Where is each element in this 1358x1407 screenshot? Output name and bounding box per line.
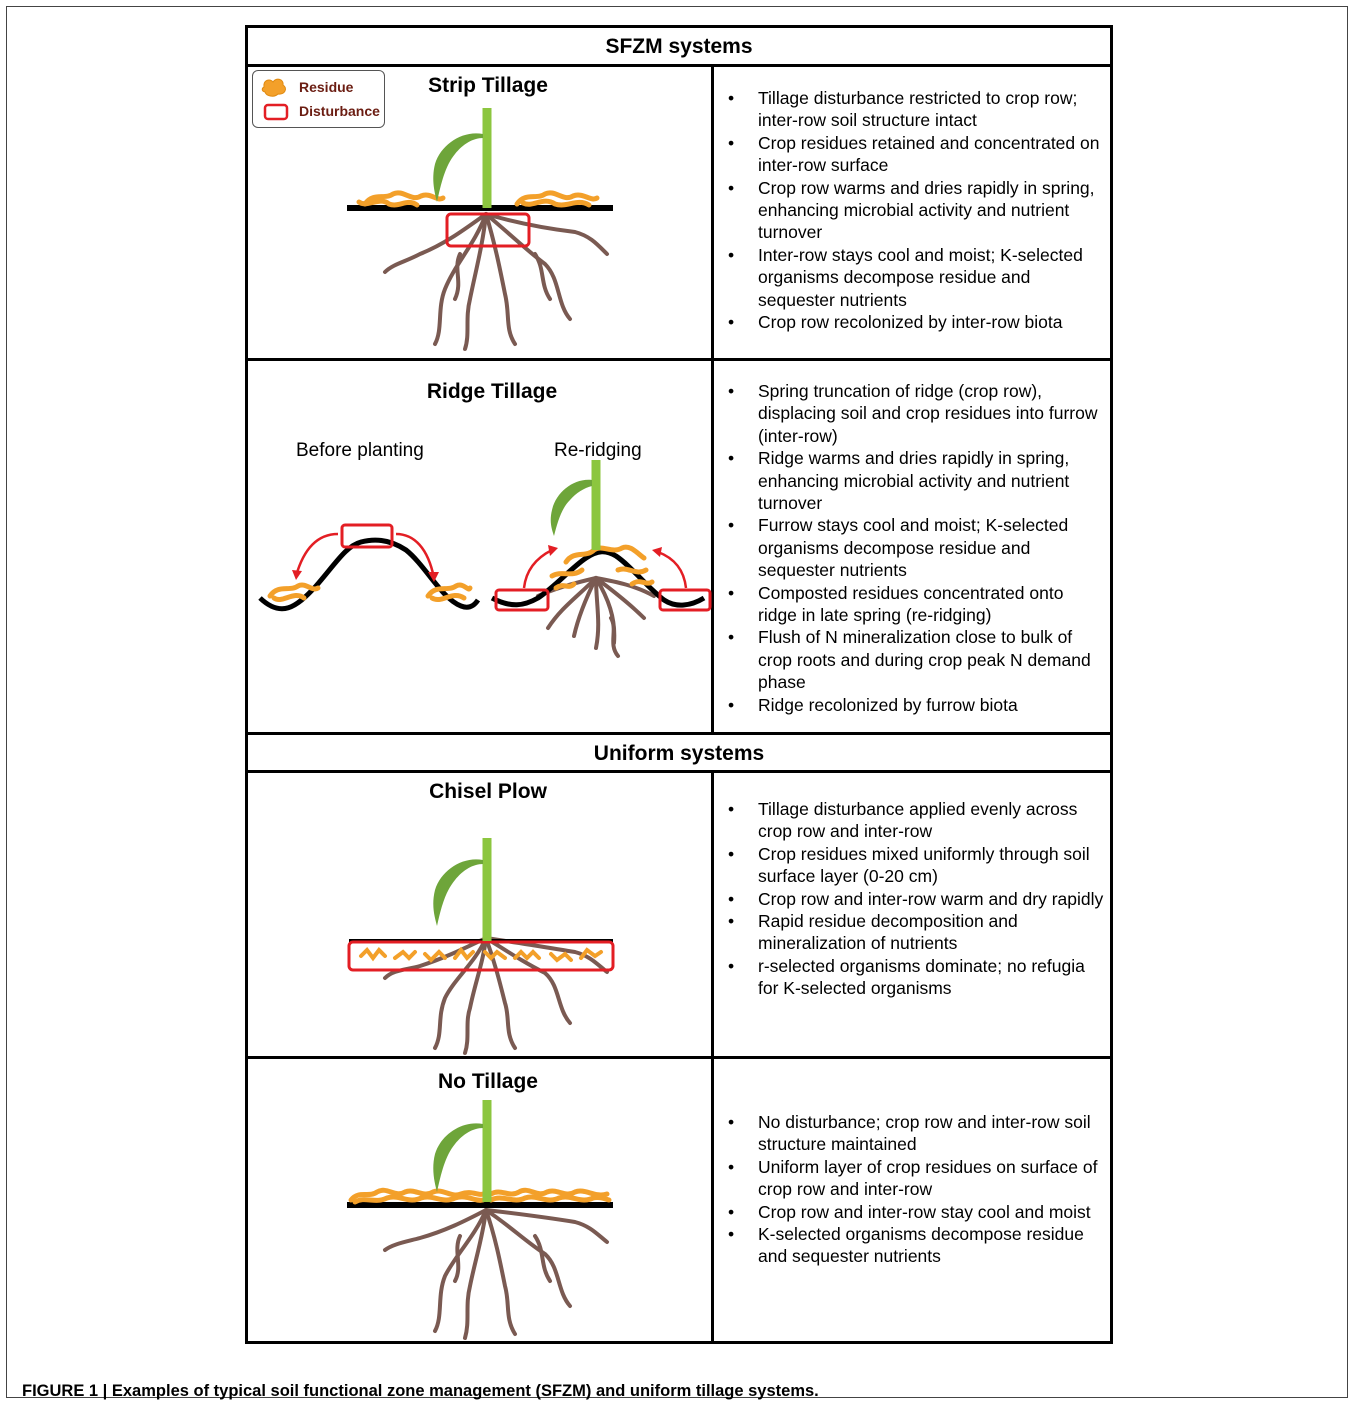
- bullet: Tillage disturbance applied evenly acros…: [726, 798, 1106, 843]
- bullet: Ridge recolonized by furrow biota: [726, 694, 1106, 716]
- strip-tillage-bullets: Tillage disturbance restricted to crop r…: [726, 87, 1106, 333]
- bullet: Rapid residue decomposition and minerali…: [726, 910, 1106, 955]
- ridge-tillage-illustration: [256, 458, 711, 658]
- bullet: Crop row and inter-row warm and dry rapi…: [726, 888, 1106, 910]
- strip-tillage-illustration: [345, 104, 615, 354]
- ridge-tillage-bullets: Spring truncation of ridge (crop row), d…: [726, 380, 1106, 716]
- bullet: Uniform layer of crop residues on surfac…: [726, 1156, 1106, 1201]
- chisel-plow-illustration: [345, 808, 615, 1058]
- bullet: Tillage disturbance restricted to crop r…: [726, 87, 1106, 132]
- bullet: No disturbance; crop row and inter-row s…: [726, 1111, 1106, 1156]
- bullet: Crop row warms and dries rapidly in spri…: [726, 177, 1106, 244]
- column-divider-sfzm: [711, 66, 714, 734]
- bullet: Composted residues concentrated onto rid…: [726, 582, 1106, 627]
- divider-sfzm-header: [248, 64, 1110, 67]
- bullet: Ridge warms and dries rapidly in spring,…: [726, 447, 1106, 514]
- figure-caption: FIGURE 1 | Examples of typical soil func…: [22, 1382, 819, 1401]
- column-divider-uniform: [711, 772, 714, 1342]
- bullet: Crop residues retained and concentrated …: [726, 132, 1106, 177]
- residue-swatch-icon: [261, 77, 289, 97]
- no-tillage-bullets: No disturbance; crop row and inter-row s…: [726, 1111, 1106, 1268]
- header-uniform: Uniform systems: [248, 742, 1110, 766]
- no-tillage-illustration: [345, 1096, 615, 1346]
- chisel-plow-bullets: Tillage disturbance applied evenly acros…: [726, 798, 1106, 1000]
- bullet: Spring truncation of ridge (crop row), d…: [726, 380, 1106, 447]
- header-sfzm: SFZM systems: [248, 35, 1110, 59]
- row-title-ridge-tillage: Ridge Tillage: [342, 380, 642, 404]
- divider-row2: [248, 732, 1110, 735]
- bullet: r-selected organisms dominate; no refugi…: [726, 955, 1106, 1000]
- disturbance-box-icon: [263, 103, 289, 121]
- figure-panel: SFZM systems Uniform systems Residue Dis…: [245, 25, 1113, 1344]
- row-title-no-tillage: No Tillage: [338, 1070, 638, 1094]
- bullet: Crop row and inter-row stay cool and moi…: [726, 1201, 1106, 1223]
- bullet: Furrow stays cool and moist; K-selected …: [726, 514, 1106, 581]
- divider-row1: [248, 358, 1110, 361]
- bullet: Crop row recolonized by inter-row biota: [726, 311, 1106, 333]
- row-title-chisel-plow: Chisel Plow: [338, 780, 638, 804]
- row-title-strip-tillage: Strip Tillage: [338, 74, 638, 98]
- bullet: Flush of N mineralization close to bulk …: [726, 626, 1106, 693]
- bullet: Crop residues mixed uniformly through so…: [726, 843, 1106, 888]
- bullet: Inter-row stays cool and moist; K-select…: [726, 244, 1106, 311]
- bullet: K-selected organisms decompose residue a…: [726, 1223, 1106, 1268]
- divider-uniform-header: [248, 770, 1110, 773]
